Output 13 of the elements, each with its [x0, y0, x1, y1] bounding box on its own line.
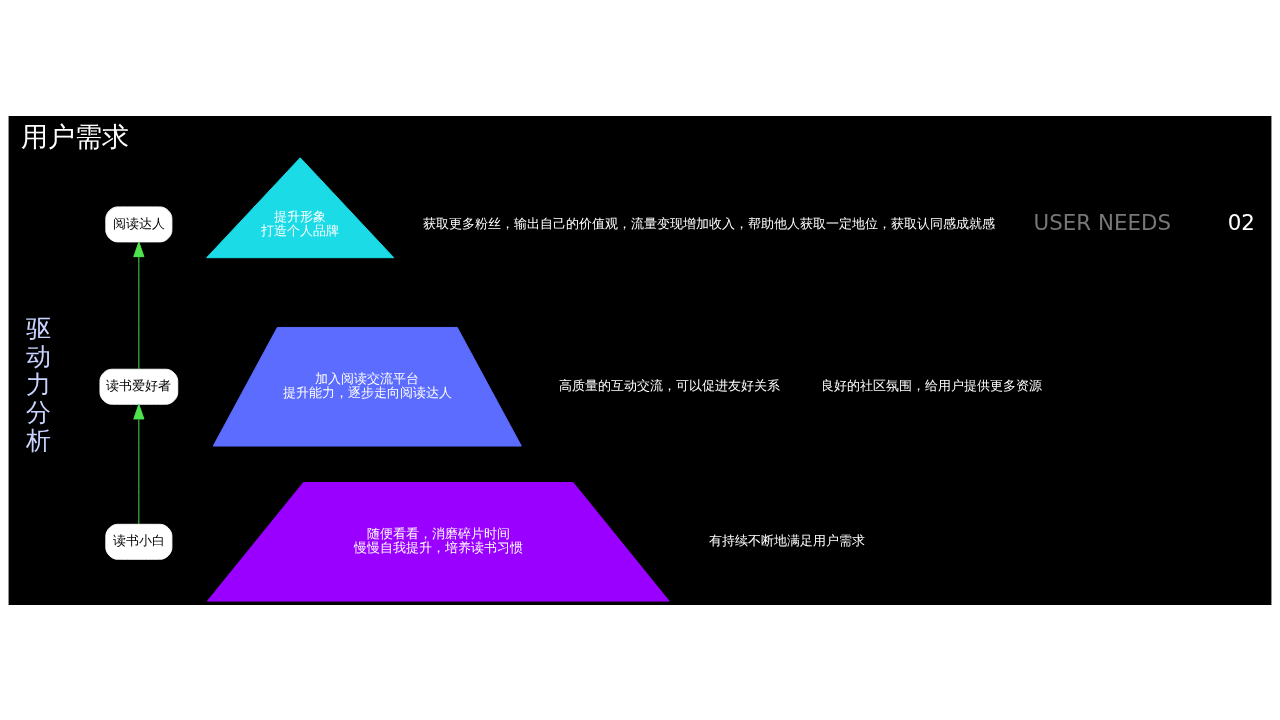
node-box: 读书小白: [105, 523, 173, 560]
label: 驱动力分析: [26, 312, 52, 455]
label: 02: [1227, 209, 1255, 235]
label: USER NEEDS: [1033, 209, 1171, 235]
node-label: 良好的社区氛围，给用户提供更多资源: [820, 377, 1042, 393]
arrow: [133, 403, 145, 525]
node-box: 读书爱好者: [99, 368, 179, 405]
arrow: [133, 241, 145, 370]
node-label: 获取更多粉丝，输出自己的价值观，流量变现增加收入，帮助他人获取一定地位，获取认同感成就感: [423, 215, 996, 231]
diagram-title: 用户需求: [20, 120, 129, 152]
node-label: 高质量的互动交流，可以促进友好关系: [559, 377, 781, 393]
node-label: 有持续不断地满足用户需求: [709, 532, 866, 548]
node-box: 阅读达人: [105, 205, 173, 242]
